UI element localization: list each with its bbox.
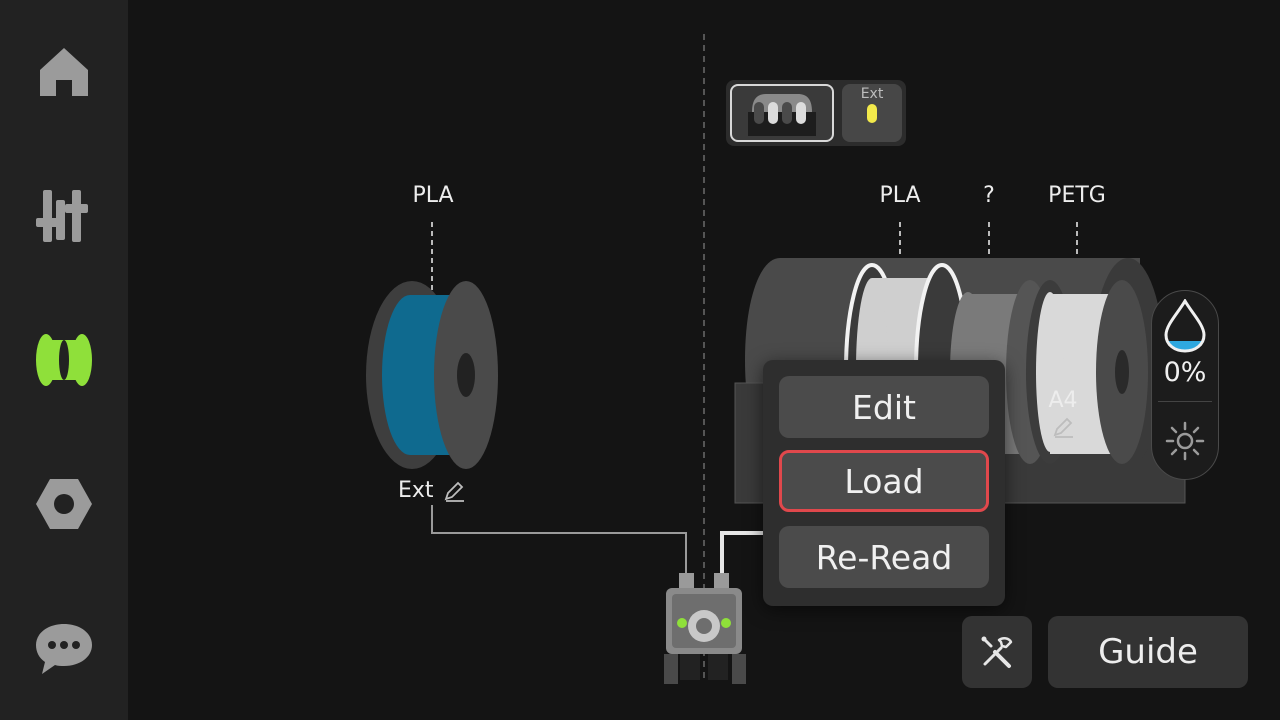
chat-bubble-icon — [36, 624, 92, 674]
pencil-icon — [1053, 417, 1073, 438]
pencil-icon — [444, 481, 464, 502]
nav-settings-button[interactable] — [24, 464, 104, 544]
sliders-icon — [36, 190, 88, 242]
ext-tab[interactable]: Ext — [842, 84, 902, 142]
ams-icon — [748, 94, 816, 136]
humidity-panel: 0% — [1151, 290, 1219, 480]
tools-icon — [981, 636, 1013, 668]
nav-filament-button[interactable] — [24, 320, 104, 400]
ams-slot-2-material-label: ? — [983, 183, 995, 208]
nut-icon — [36, 479, 92, 529]
ams-unit — [734, 258, 1186, 504]
nav-controls-button[interactable] — [24, 176, 104, 256]
external-material-label: PLA — [412, 183, 454, 208]
ams-tab[interactable] — [730, 84, 834, 142]
nav-messages-button[interactable] — [24, 608, 104, 688]
guide-button[interactable]: Guide — [1048, 616, 1248, 688]
humidity-value: 0% — [1163, 357, 1207, 388]
ext-tab-label: Ext — [860, 86, 884, 102]
humidity-divider — [1158, 401, 1212, 402]
edit-button[interactable]: Edit — [779, 376, 989, 438]
sidebar — [0, 0, 128, 720]
home-icon — [40, 48, 88, 96]
filament-icon — [36, 334, 92, 386]
humidity-drop-icon — [1164, 299, 1206, 353]
ams-slot-1-material-label: PLA — [879, 183, 921, 208]
external-slot-edit[interactable]: Ext — [398, 478, 466, 503]
reread-button[interactable]: Re-Read — [779, 526, 989, 588]
external-slot-label: Ext — [398, 478, 434, 503]
external-spool[interactable] — [366, 281, 498, 469]
load-button[interactable]: Load — [779, 450, 989, 512]
ams-slot-4[interactable] — [1026, 280, 1148, 464]
sun-icon[interactable] — [1165, 421, 1205, 461]
tools-button[interactable] — [962, 616, 1032, 688]
ext-indicator — [867, 104, 877, 123]
toolhead — [664, 573, 746, 684]
ams-slot-4-label: A4 — [1048, 388, 1078, 413]
ams-slot-4-material-label: PETG — [1048, 183, 1106, 208]
nav-home-button[interactable] — [24, 32, 104, 112]
slot-action-menu: Edit Load Re-Read — [763, 360, 1005, 606]
ams-slot-4-edit[interactable]: A4 — [1042, 388, 1084, 439]
